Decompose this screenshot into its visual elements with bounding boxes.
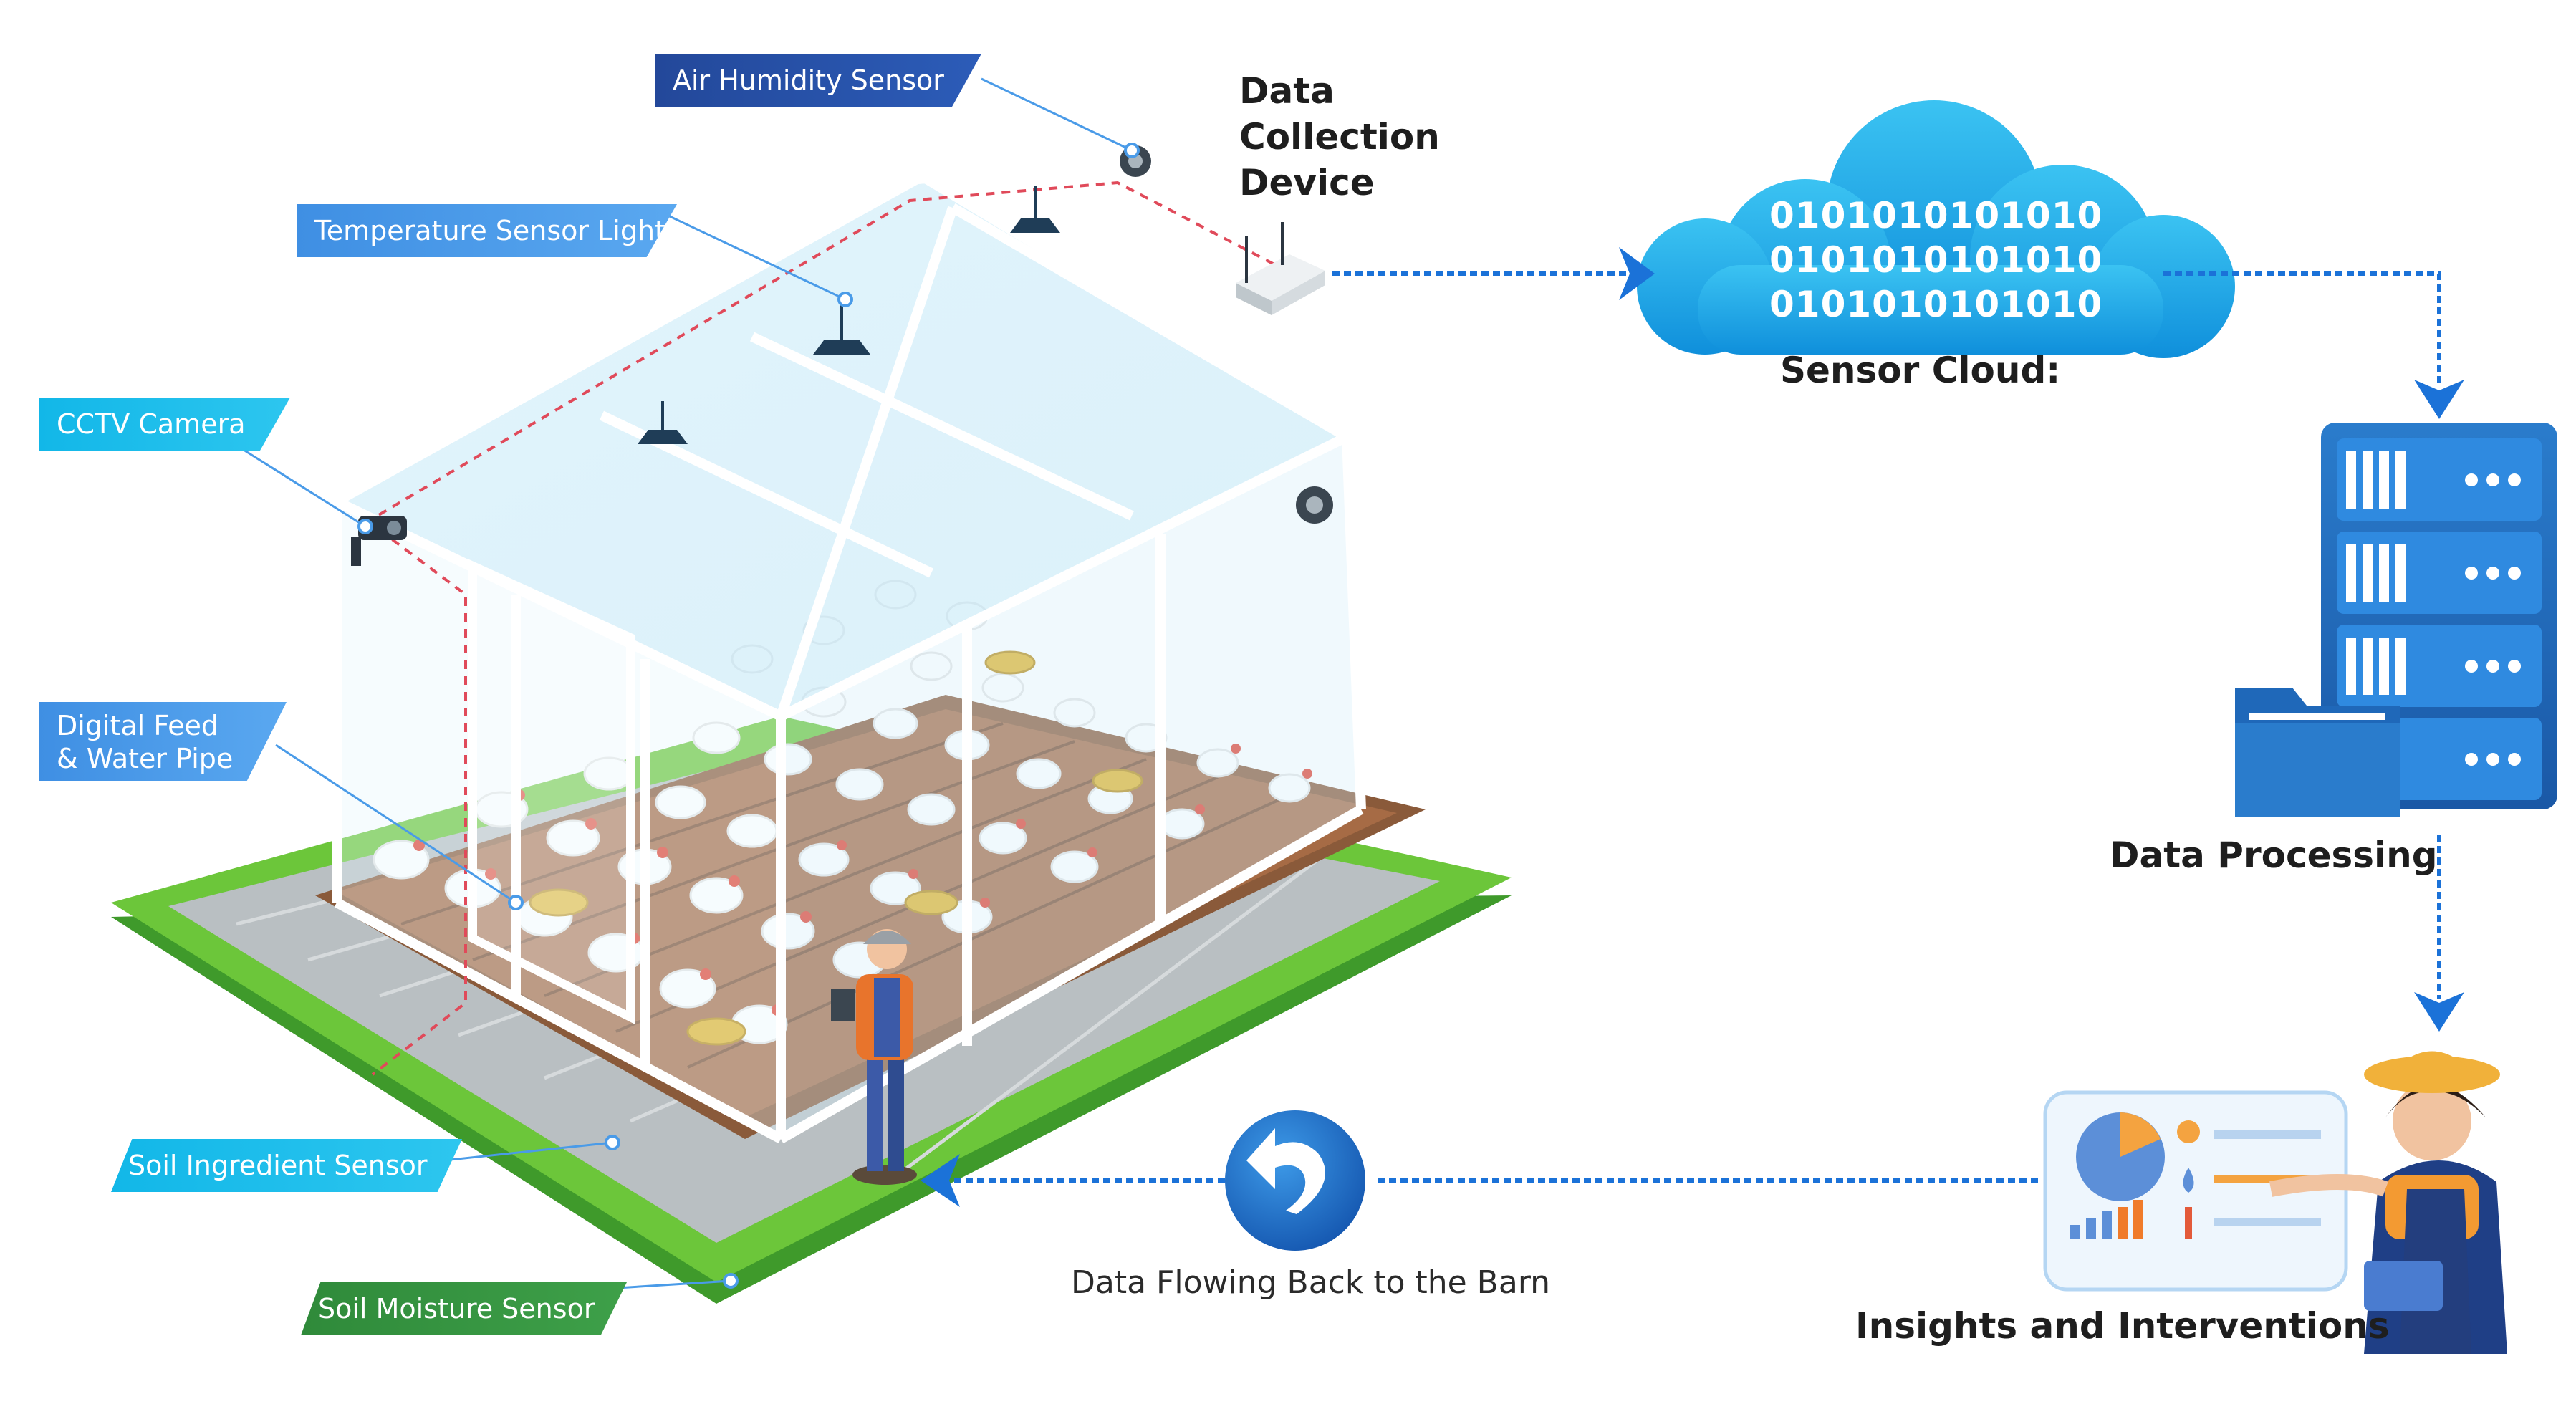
air-humidity-sensor-label: Air Humidity Sensor <box>655 54 981 107</box>
ceiling-lamps <box>638 186 1060 444</box>
sensor-cloud-title: Sensor Cloud: <box>1780 350 2061 391</box>
data-processing-server <box>2235 423 2557 817</box>
data-processing-title: Data Processing <box>2110 835 2438 876</box>
data-collection-device-title: Data Collection Device <box>1239 70 1440 203</box>
data-flowing-back-caption: Data Flowing Back to the Barn <box>1071 1264 1551 1301</box>
arrow-heads <box>921 247 2464 1207</box>
cloud-binary-line-3: 0101010101010 <box>1769 284 2103 325</box>
insights-dashboard <box>2043 1090 2348 1292</box>
cctv-camera-label: CCTV Camera <box>39 398 290 451</box>
temperature-sensor-light-label: Temperature Sensor Light <box>297 204 677 257</box>
soil-moisture-sensor-label: Soil Moisture Sensor <box>301 1282 627 1335</box>
cloud-binary-line-1: 0101010101010 <box>1769 195 2103 236</box>
soil-ingredient-sensor-label: Soil Ingredient Sensor <box>111 1139 462 1192</box>
sensor-cloud-shape <box>1637 100 2235 358</box>
insights-interventions-title: Insights and Interventions <box>1855 1305 2390 1347</box>
data-collection-router <box>1236 222 1325 315</box>
farmer-woman <box>2269 1051 2507 1354</box>
farmer-with-tablet <box>831 929 917 1185</box>
callout-leader-lines <box>243 77 1133 1291</box>
data-flow-arrows <box>953 271 2441 1183</box>
data-back-icon <box>1225 1110 1365 1251</box>
wall-sensor-device <box>1296 486 1333 524</box>
digital-feed-water-pipe-label: Digital Feed & Water Pipe <box>39 702 287 781</box>
cloud-binary-line-2: 0101010101010 <box>1769 239 2103 281</box>
